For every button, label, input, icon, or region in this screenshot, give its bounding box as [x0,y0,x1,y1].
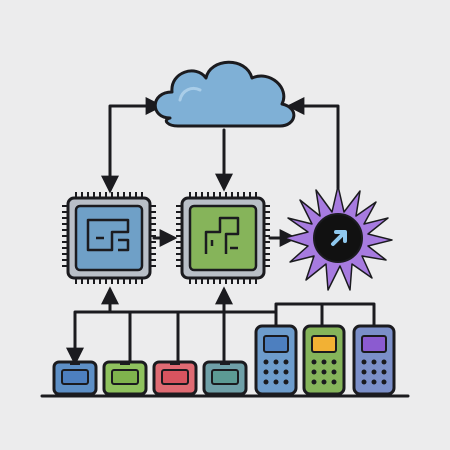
small-device-3 [152,360,198,396]
connector-lines [66,97,376,366]
cpu-chip-icon [204,216,240,254]
keypad-phone-1 [254,324,298,396]
edge-bus-right-c [320,302,376,328]
cpu-chip-icon [86,218,130,252]
edge-chip-left-cloud [101,97,164,194]
edge-bus-right [176,310,278,328]
keypad-phone-3 [352,324,396,396]
keypad-phone-2 [302,324,346,396]
edge-bus-left-b [108,310,132,364]
edge-bus-mid-a [128,310,180,364]
small-device-4 [202,360,248,396]
cpu-chip-middle [176,192,270,284]
cpu-chip-left [62,192,156,284]
small-device-1 [52,360,98,396]
edge-bus-middle-up [176,286,233,314]
edge-starburst-cloud [286,97,340,190]
small-device-2 [102,360,148,396]
edge-bus-right-b [274,302,324,328]
starburst-icon [283,185,393,291]
cloud-icon [153,60,296,128]
edge-bus-left [66,310,112,366]
